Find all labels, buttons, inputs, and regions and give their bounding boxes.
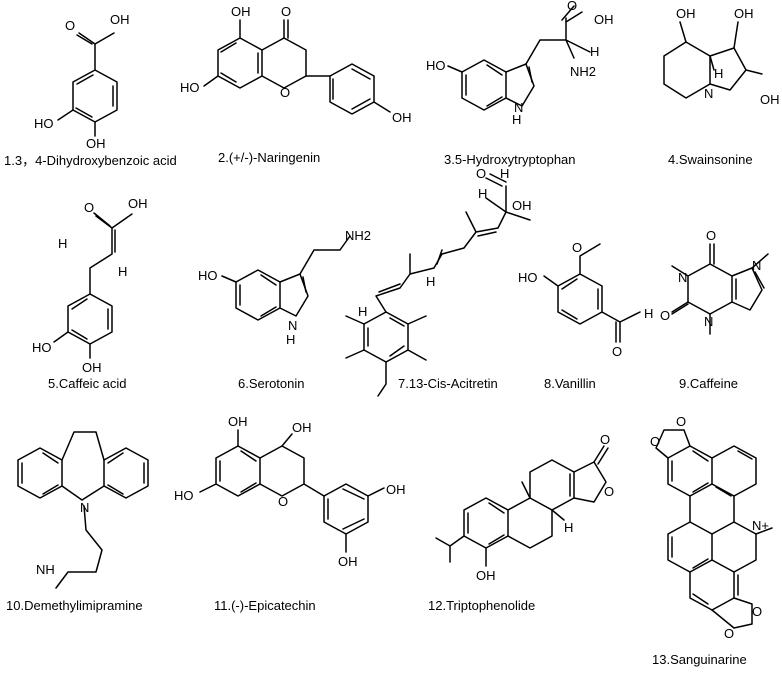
atom-h: H bbox=[644, 306, 653, 321]
atom-h: H bbox=[118, 264, 127, 279]
atom-n: N bbox=[704, 314, 713, 329]
structure-13: O O N+ O O bbox=[650, 414, 773, 641]
structure-9: O O N N N bbox=[660, 228, 769, 335]
atom-ho: HO bbox=[180, 80, 200, 95]
atom-ho: HO bbox=[34, 116, 54, 131]
caption-10: 10.Demethylimipramine bbox=[6, 598, 143, 613]
atom-nh: NH bbox=[36, 562, 55, 577]
structure-7: H H H H O OH bbox=[345, 166, 532, 397]
atom-o: O bbox=[706, 228, 716, 243]
atom-o: O bbox=[650, 434, 660, 449]
atom-nh2: NH2 bbox=[570, 64, 596, 79]
atom-oh: OH bbox=[231, 4, 251, 19]
atom-oh: OH bbox=[594, 12, 614, 27]
atom-n-plus: N+ bbox=[752, 518, 769, 533]
atom-o: O bbox=[84, 200, 94, 215]
atom-h: H bbox=[478, 186, 487, 201]
atom-oh: OH bbox=[512, 198, 532, 213]
atom-oh: OH bbox=[386, 482, 406, 497]
atom-oh: OH bbox=[760, 92, 780, 107]
atom-n: N bbox=[80, 500, 89, 515]
atom-n: N bbox=[704, 86, 713, 101]
atom-o: O bbox=[278, 494, 288, 509]
atom-o: O bbox=[600, 432, 610, 447]
caption-8: 8.Vanillin bbox=[544, 376, 596, 391]
atom-h: H bbox=[58, 236, 67, 251]
atom-n: N bbox=[752, 258, 761, 273]
caption-2: 2.(+/-)-Naringenin bbox=[218, 150, 321, 165]
atom-h: H bbox=[358, 304, 367, 319]
caption-1: 1.3，4-Dihydroxybenzoic acid bbox=[4, 153, 177, 168]
atom-o: O bbox=[476, 166, 486, 181]
atom-oh: OH bbox=[338, 554, 358, 569]
atom-o: O bbox=[724, 626, 734, 641]
caption-6: 6.Serotonin bbox=[238, 376, 305, 391]
atom-o: O bbox=[612, 344, 622, 359]
structure-1: OH O HO OH bbox=[34, 12, 130, 151]
atom-ho: HO bbox=[518, 270, 538, 285]
structure-2: OH O HO O OH bbox=[180, 4, 412, 125]
atom-h: H bbox=[426, 274, 435, 289]
structure-6: HO NH2 N H bbox=[198, 228, 371, 347]
atom-h: H bbox=[564, 520, 573, 535]
atom-o: O bbox=[676, 414, 686, 429]
atom-ho: HO bbox=[198, 268, 218, 283]
atom-h: H bbox=[714, 66, 723, 81]
atom-o: O bbox=[65, 18, 75, 33]
atom-oh: OH bbox=[292, 420, 312, 435]
structure-3: HO H N O OH H NH2 bbox=[426, 0, 614, 127]
caption-3: 3.5-Hydroxytryptophan bbox=[444, 152, 576, 167]
atom-o: O bbox=[604, 484, 614, 499]
atom-oh: OH bbox=[476, 568, 496, 583]
atom-ho: HO bbox=[426, 58, 446, 73]
atom-oh: OH bbox=[734, 6, 754, 21]
atom-ho: HO bbox=[174, 488, 194, 503]
atom-h: H bbox=[500, 166, 509, 181]
atom-n: N bbox=[678, 270, 687, 285]
atom-h: H bbox=[590, 44, 599, 59]
atom-oh: OH bbox=[228, 414, 248, 429]
structure-10: N NH bbox=[17, 431, 149, 589]
caption-9: 9.Caffeine bbox=[679, 376, 739, 391]
caption-12: 12.Triptophenolide bbox=[428, 598, 536, 613]
atom-oh: OH bbox=[110, 12, 130, 27]
structure-4: OH OH OH N H bbox=[663, 6, 780, 107]
structure-8: HO O O H bbox=[518, 240, 653, 359]
atom-h: H bbox=[286, 332, 295, 347]
caption-13: 13.Sanguinarine bbox=[652, 652, 747, 667]
atom-n: N bbox=[288, 318, 297, 333]
atom-nh: H bbox=[512, 112, 521, 127]
atom-nh2: NH2 bbox=[345, 228, 371, 243]
atom-oh: OH bbox=[676, 6, 696, 21]
atom-o: O bbox=[572, 240, 582, 255]
structure-11: OH HO O OH OH OH bbox=[174, 414, 406, 569]
structure-5: O OH H H HO OH bbox=[32, 196, 148, 375]
atom-o: O bbox=[280, 85, 290, 100]
atom-ho: HO bbox=[32, 340, 52, 355]
caption-5: 5.Caffeic acid bbox=[48, 376, 127, 391]
caption-11: 11.(-)-Epicatechin bbox=[214, 598, 316, 613]
caption-7: 7.13-Cis-Acitretin bbox=[398, 376, 498, 391]
atom-o: O bbox=[281, 4, 291, 19]
atom-n: N bbox=[514, 100, 523, 115]
atom-oh: OH bbox=[128, 196, 148, 211]
atom-o: O bbox=[567, 0, 577, 13]
caption-4: 4.Swainsonine bbox=[668, 152, 753, 167]
atom-oh: OH bbox=[86, 136, 106, 151]
atom-oh: OH bbox=[82, 360, 102, 375]
atom-o: O bbox=[752, 604, 762, 619]
atom-o: O bbox=[660, 308, 670, 323]
atom-oh: OH bbox=[392, 110, 412, 125]
structure-12: O O H OH bbox=[435, 432, 614, 583]
